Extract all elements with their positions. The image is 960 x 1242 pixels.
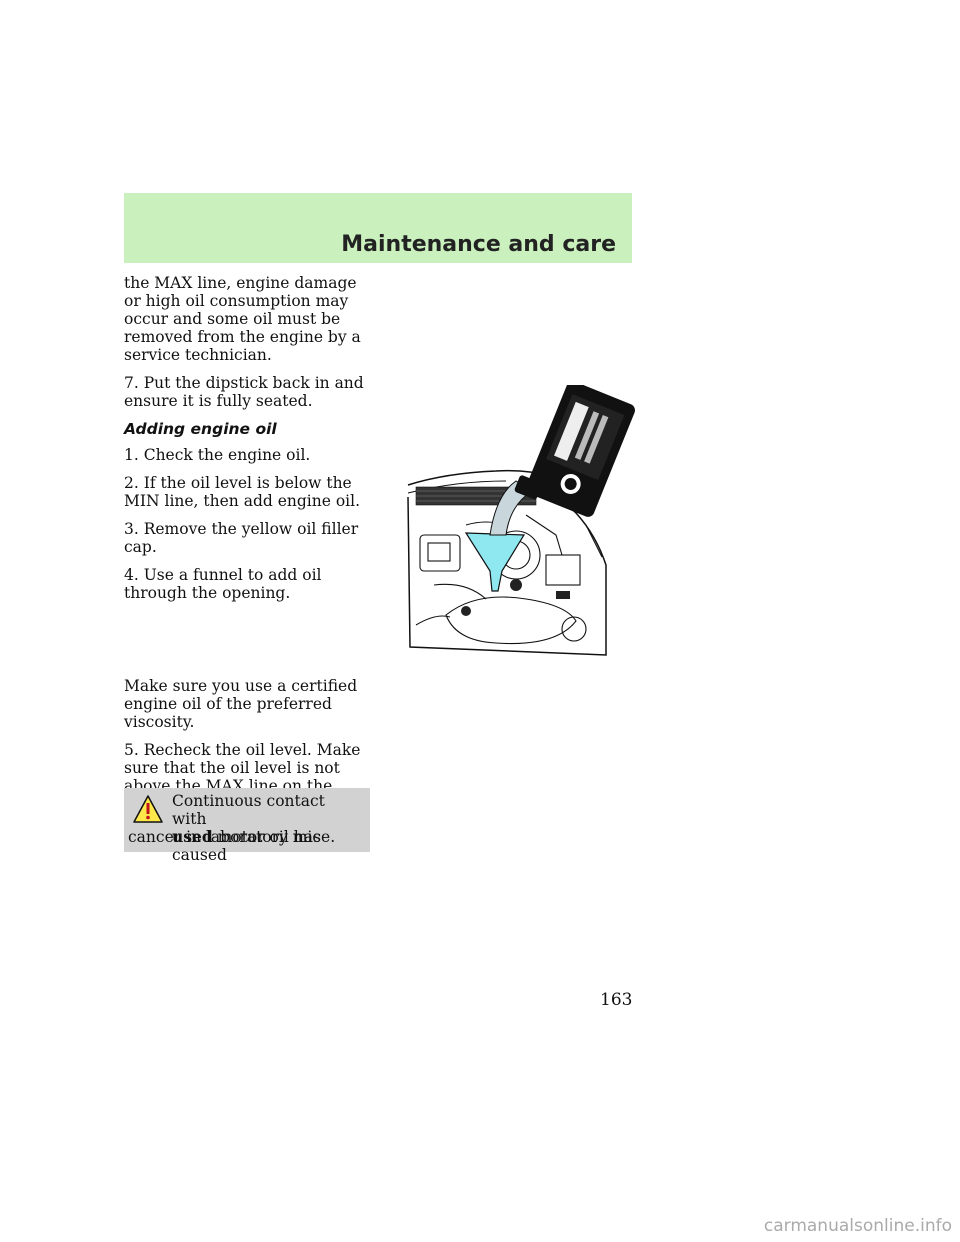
warning-text-top: Continuous contact with used motor oil h…: [172, 792, 364, 864]
warning-triangle-icon: [133, 795, 163, 823]
text-column-top: the MAX line, engine damage or high oil …: [124, 274, 374, 612]
warning-bold-word: used: [172, 827, 213, 846]
step-2: 2. If the oil level is below the MIN lin…: [124, 474, 361, 510]
paragraph-max-line: the MAX line, engine damage or high oil …: [124, 274, 361, 364]
heading-adding-engine-oil: Adding engine oil: [124, 420, 277, 438]
warning-line-2: motor oil has caused: [172, 828, 321, 864]
section-header-band: Maintenance and care: [124, 193, 632, 263]
step-3: 3. Remove the yellow oil filler cap.: [124, 520, 359, 556]
paragraph-dipstick: 7. Put the dipstick back in and ensure i…: [124, 374, 364, 410]
step-4: 4. Use a funnel to add oil through the o…: [124, 566, 322, 602]
engine-oil-illustration: [407, 385, 635, 656]
warning-line-1: Continuous contact with: [172, 792, 325, 828]
step-1: 1. Check the engine oil.: [124, 446, 311, 464]
watermark: carmanualsonline.info: [763, 1216, 952, 1236]
page-number: 163: [600, 990, 633, 1010]
warning-line-3: cancer in laboratory mice.: [128, 828, 336, 846]
warning-box: Continuous contact with used motor oil h…: [124, 788, 370, 864]
paragraph-certified-oil: Make sure you use a certified engine oil…: [124, 677, 358, 731]
section-title: Maintenance and care: [341, 232, 616, 257]
